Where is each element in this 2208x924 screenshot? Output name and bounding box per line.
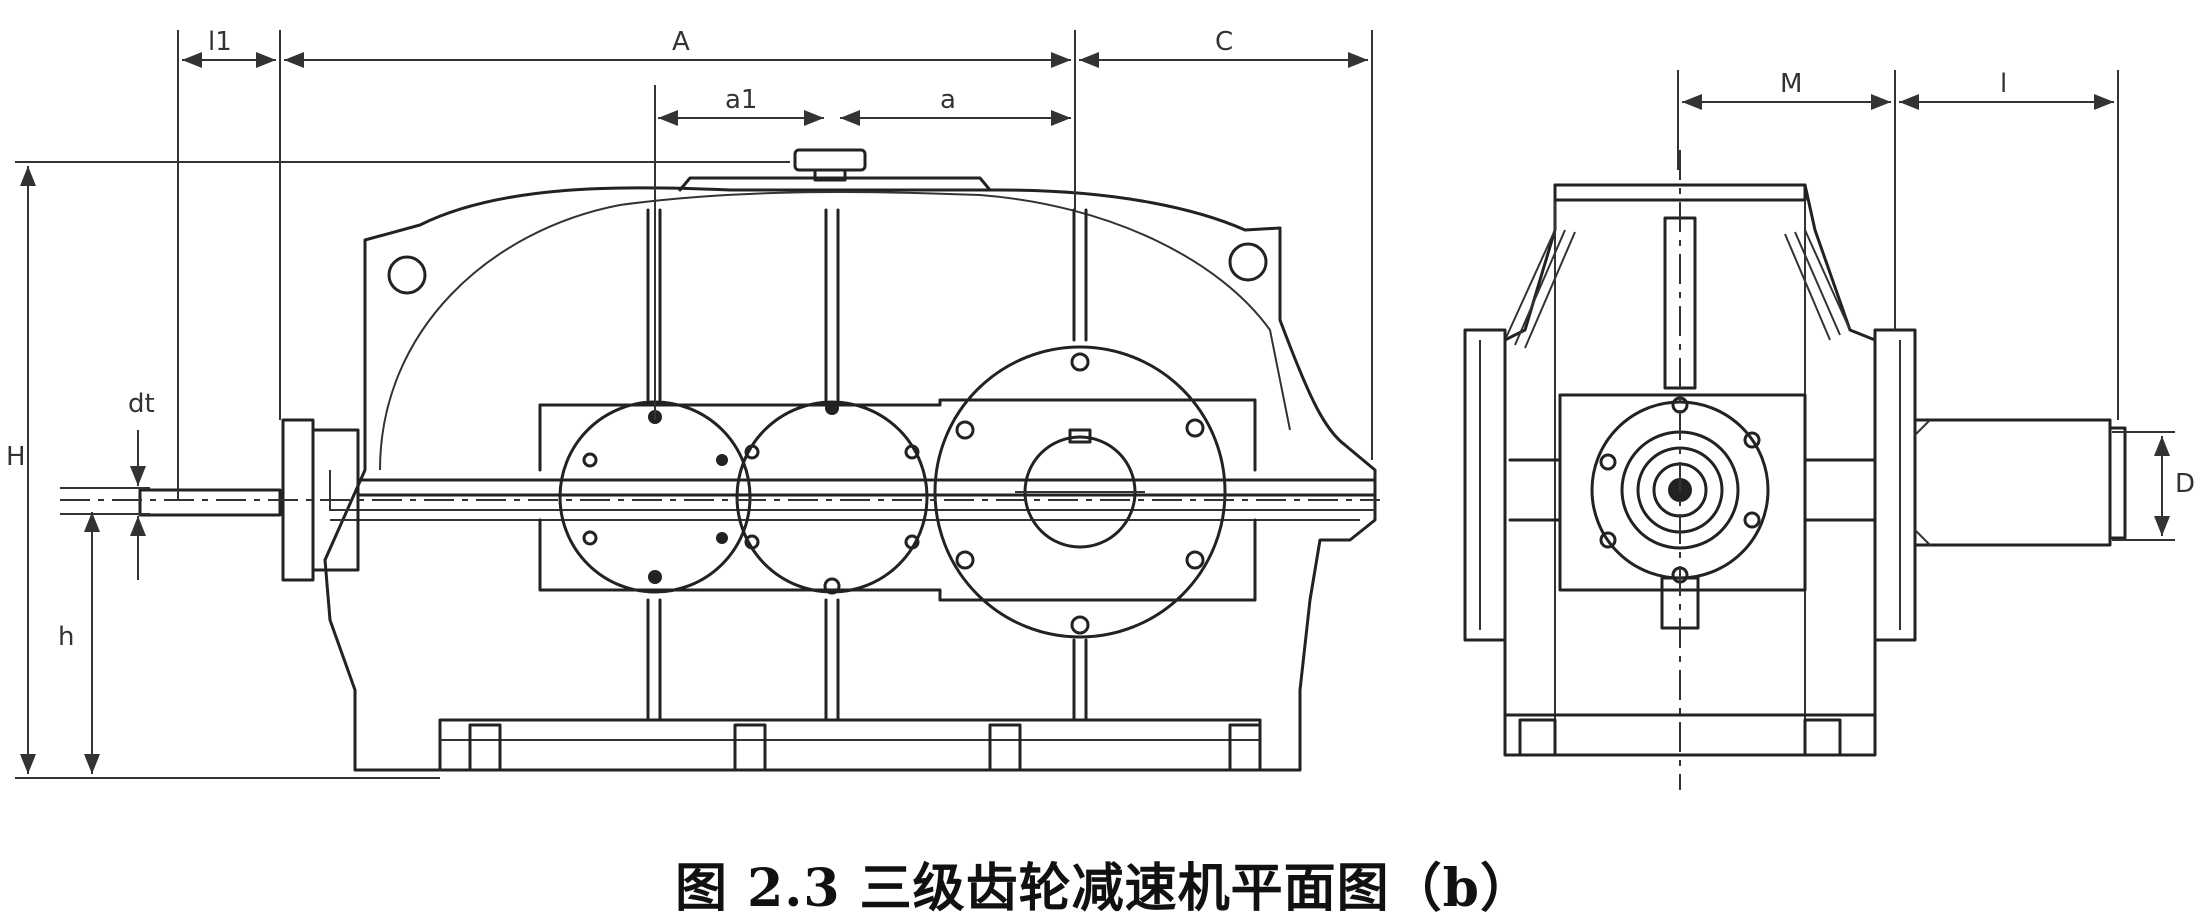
label-a1: a1 bbox=[725, 85, 757, 115]
front-base bbox=[438, 718, 1262, 772]
gear-reducer-drawing: l1 A C a1 a dt H h bbox=[6, 27, 2195, 790]
label-h: h bbox=[58, 622, 74, 652]
side-base bbox=[1503, 713, 1877, 757]
vent-cap bbox=[793, 148, 867, 182]
side-dimensions: M l D bbox=[1677, 69, 2195, 541]
left-lifting-lug bbox=[387, 255, 427, 295]
bearing-cap-3 bbox=[933, 345, 1227, 639]
bearing-cap-2 bbox=[735, 400, 929, 595]
front-housing-inner bbox=[379, 191, 1291, 471]
front-view bbox=[60, 148, 1380, 772]
bearing-housing-outline bbox=[538, 398, 1257, 602]
bearing-cap-1 bbox=[558, 400, 752, 594]
label-H: H bbox=[6, 442, 26, 472]
side-left-gusset bbox=[1504, 229, 1576, 349]
front-ribs bbox=[646, 208, 1088, 722]
side-right-flange bbox=[1873, 328, 1917, 642]
side-bearing-pocket bbox=[1508, 393, 1877, 592]
label-C: C bbox=[1215, 27, 1233, 57]
label-M: M bbox=[1780, 69, 1802, 99]
output-shaft bbox=[1913, 418, 2127, 547]
label-a: a bbox=[940, 85, 956, 115]
side-right-gusset bbox=[1784, 229, 1851, 341]
front-dimensions: l1 A C a1 a dt H h bbox=[6, 27, 1373, 779]
label-l1: l1 bbox=[208, 27, 232, 57]
label-A: A bbox=[672, 27, 690, 57]
figure-caption: 图 2.3 三级齿轮减速机平面图（b） bbox=[674, 858, 1534, 919]
side-view bbox=[1463, 150, 2127, 790]
side-left-flange bbox=[1463, 328, 1507, 642]
right-lifting-lug bbox=[1228, 242, 1268, 282]
label-dt: dt bbox=[128, 389, 155, 419]
label-l: l bbox=[2000, 69, 2007, 99]
front-top-cover bbox=[678, 176, 992, 192]
front-housing-outline bbox=[323, 186, 1377, 772]
side-top-plate bbox=[1553, 183, 1807, 202]
label-D: D bbox=[2175, 469, 2195, 499]
